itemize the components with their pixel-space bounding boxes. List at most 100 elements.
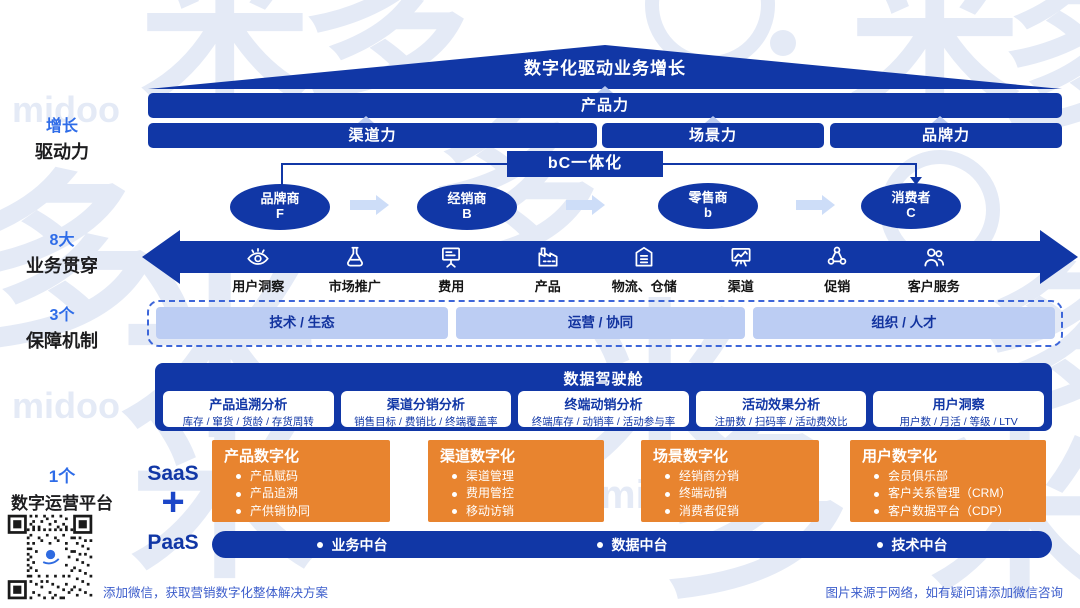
chain-arrow-icon bbox=[796, 195, 835, 215]
cockpit-box-terminal-sales: 终端动销分析 终端库存 / 动销率 / 活动参与率 bbox=[518, 391, 689, 427]
chain-node-distributor: 经销商 B bbox=[417, 184, 517, 230]
module-item: 费用管控 bbox=[466, 486, 515, 501]
bullet-icon bbox=[452, 491, 457, 497]
cockpit-box-title: 渠道分销分析 bbox=[386, 397, 465, 412]
module-title: 用户数字化 bbox=[862, 448, 938, 465]
cockpit-box-product-trace: 产品追溯分析 库存 / 窜货 / 货龄 / 存货周转 bbox=[163, 391, 334, 427]
rail-label: 保障机制 bbox=[26, 331, 98, 351]
rail-accent: 8大 bbox=[49, 232, 75, 249]
notch-up-icon bbox=[597, 86, 613, 93]
bc-integration-box: bC一体化 bbox=[507, 151, 663, 177]
cockpit-box-channel-distribution: 渠道分销分析 销售目标 / 费销比 / 终端覆盖率 bbox=[340, 391, 512, 427]
rail-business-threads: 8大 业务贯穿 bbox=[0, 226, 124, 278]
footer-note-right: 图片来源于网络，如有疑问请添加微信咨询 bbox=[825, 586, 1063, 600]
chain-arrow-icon bbox=[566, 195, 605, 215]
module-scene-digitalization: 场景数字化 经销商分销 终端动销 消费者促销 bbox=[641, 440, 819, 522]
cockpit-box-metrics: 注册数 / 扫码率 / 活动费效比 bbox=[714, 416, 848, 427]
chain-node-code: C bbox=[906, 205, 916, 220]
cockpit-box-metrics: 库存 / 窜货 / 货龄 / 存货周转 bbox=[182, 416, 314, 427]
paas-item-label: 业务中台 bbox=[331, 536, 388, 553]
network-icon bbox=[827, 246, 847, 265]
diagram-title: 数字化驱动业务增长 bbox=[524, 59, 686, 78]
module-title: 产品数字化 bbox=[224, 448, 300, 465]
module-title: 场景数字化 bbox=[653, 448, 729, 465]
flask-icon bbox=[346, 246, 363, 267]
chain-node-label: 经销商 bbox=[447, 191, 487, 207]
easel-chart-icon bbox=[731, 248, 751, 267]
qr-code bbox=[5, 512, 95, 602]
rail-label: 数字运营平台 bbox=[11, 494, 113, 513]
saas-label: SaaS bbox=[147, 462, 199, 485]
flow-label: 物流、仓储 bbox=[611, 279, 677, 294]
flow-icons-row bbox=[210, 244, 982, 270]
cockpit-box-metrics: 用户数 / 月活 / 等级 / LTV bbox=[899, 416, 1018, 427]
factory-icon bbox=[538, 247, 558, 267]
paas-item-tech: 技术中台 bbox=[876, 535, 948, 555]
chain-node-label: 零售商 bbox=[688, 190, 728, 206]
paas-label: PaaS bbox=[147, 531, 199, 554]
flow-label: 市场推广 bbox=[328, 279, 381, 294]
bullet-icon bbox=[236, 508, 241, 514]
module-item: 经销商分销 bbox=[679, 469, 740, 483]
flow-arrow-shape bbox=[142, 230, 1078, 284]
people-icon bbox=[924, 248, 944, 267]
chain-node-label: 消费者 bbox=[891, 190, 931, 206]
cockpit-box-title: 活动效果分析 bbox=[742, 397, 821, 412]
paas-item-business: 业务中台 bbox=[316, 535, 388, 555]
chain-node-code: B bbox=[462, 206, 472, 221]
bullet-icon bbox=[876, 541, 883, 548]
chain-node-label: 品牌商 bbox=[260, 191, 300, 207]
flow-label: 渠道 bbox=[727, 279, 754, 294]
bc-connector-drop-right bbox=[915, 163, 917, 177]
module-product-digitalization: 产品数字化 产品赋码 产品追溯 产供销协同 bbox=[212, 440, 390, 522]
cockpit-box-title: 终端动销分析 bbox=[564, 397, 643, 412]
plus-icon: + bbox=[161, 480, 185, 524]
module-user-digitalization: 用户数字化 会员俱乐部 客户关系管理（CRM） 客户数据平台（CDP） bbox=[850, 440, 1046, 522]
paas-bar: 业务中台 数据中台 技术中台 bbox=[212, 531, 1052, 558]
paas-item-label: 数据中台 bbox=[611, 536, 668, 553]
rail-label: 驱动力 bbox=[35, 142, 89, 162]
bullet-icon bbox=[665, 474, 670, 480]
eye-icon bbox=[247, 248, 269, 265]
flow-labels-row: 用户洞察 市场推广 费用 产品 物流、仓储 渠道 促销 客户服务 bbox=[210, 276, 982, 295]
billboard-icon bbox=[442, 247, 461, 268]
roof-shape bbox=[148, 45, 1062, 89]
rail-accent: 增长 bbox=[45, 118, 78, 135]
rail-label: 业务贯穿 bbox=[26, 256, 98, 276]
bullet-icon bbox=[874, 508, 879, 514]
module-item: 客户关系管理（CRM） bbox=[888, 486, 1012, 501]
rail-accent: 3个 bbox=[49, 307, 75, 324]
data-cockpit-title: 数据驾驶舱 bbox=[563, 371, 644, 388]
paas-item-label: 技术中台 bbox=[891, 536, 948, 553]
flow-label: 产品 bbox=[534, 279, 561, 294]
bullet-icon bbox=[452, 474, 457, 480]
module-channel-digitalization: 渠道数字化 渠道管理 费用管控 移动访销 bbox=[428, 440, 604, 522]
notch-up-icon bbox=[932, 116, 948, 123]
footer-note-left: 添加微信，获取营销数字化整体解决方案 bbox=[103, 586, 329, 600]
rail-accent: 1个 bbox=[48, 467, 76, 486]
bar-brand-power: 品牌力 bbox=[830, 123, 1062, 148]
rail-digital-platform: 1个 数字运营平台 bbox=[0, 462, 126, 514]
data-cockpit-boxes: 产品追溯分析 库存 / 窜货 / 货龄 / 存货周转 渠道分销分析 销售目标 /… bbox=[163, 391, 1044, 427]
chain-node-retailer: 零售商 b bbox=[658, 183, 758, 229]
bar-scene-power: 场景力 bbox=[602, 123, 824, 148]
module-item: 会员俱乐部 bbox=[888, 469, 949, 483]
module-item: 终端动销 bbox=[679, 486, 728, 501]
flow-label: 客户服务 bbox=[907, 279, 960, 294]
warehouse-icon bbox=[635, 246, 653, 267]
rail-safeguards: 3个 保障机制 bbox=[0, 301, 124, 353]
cockpit-box-title: 用户洞察 bbox=[932, 397, 985, 412]
bullet-icon bbox=[236, 474, 241, 480]
module-title: 渠道数字化 bbox=[440, 448, 516, 465]
bullet-icon bbox=[236, 491, 241, 497]
safeguards-container bbox=[147, 300, 1063, 347]
module-item: 消费者促销 bbox=[679, 503, 740, 518]
bullet-icon bbox=[665, 508, 670, 514]
bar-product-power: 产品力 bbox=[148, 93, 1062, 118]
cockpit-box-campaign-effect: 活动效果分析 注册数 / 扫码率 / 活动费效比 bbox=[695, 391, 867, 427]
rail-growth-drivers: 增长 驱动力 bbox=[0, 112, 124, 164]
bullet-icon bbox=[874, 491, 879, 497]
bullet-icon bbox=[874, 474, 879, 480]
safeguard-operation-synergy: 运营 / 协同 bbox=[456, 307, 745, 339]
bullet-icon bbox=[452, 508, 457, 514]
